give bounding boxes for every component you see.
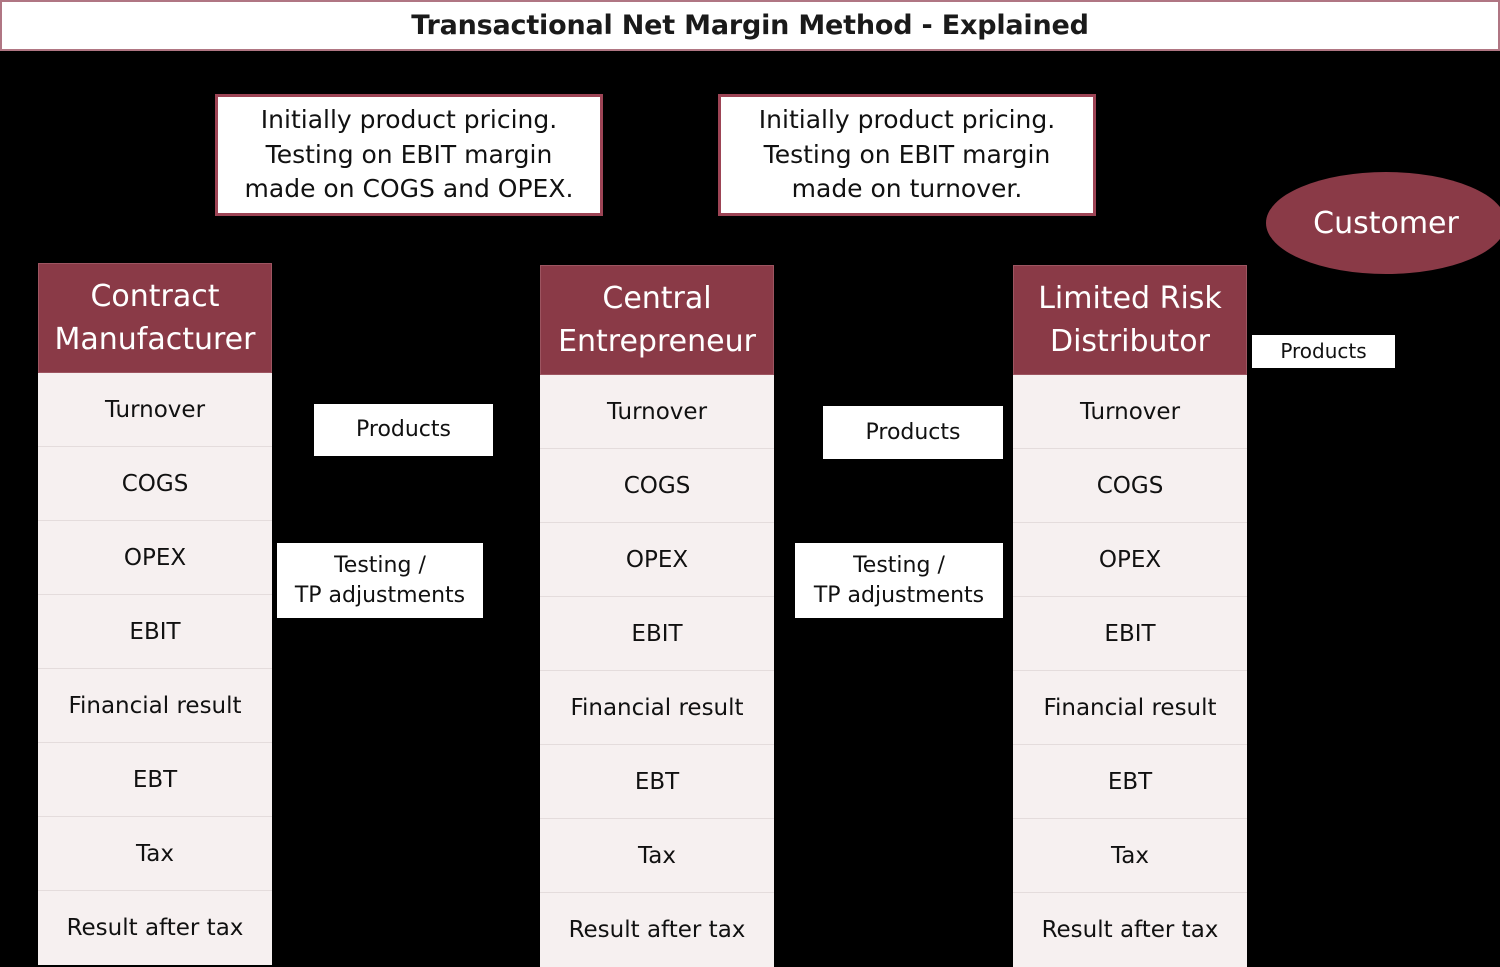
entity-column-contract-manufacturer: Contract Manufacturer Turnover COGS OPEX… xyxy=(38,263,272,965)
entity-header-limited-risk-distributor: Limited Risk Distributor xyxy=(1013,265,1247,375)
entity-rows-central-entrepreneur: Turnover COGS OPEX EBIT Financial result… xyxy=(540,375,774,967)
entity-header-central-entrepreneur: Central Entrepreneur xyxy=(540,265,774,375)
customer-node: Customer xyxy=(1266,172,1500,274)
flow-label-text: Testing /TP adjustments xyxy=(294,553,466,608)
pnl-row: Financial result xyxy=(1013,671,1247,745)
pnl-row: EBIT xyxy=(38,595,272,669)
flow-label-products-lrd-to-customer: Products xyxy=(1252,335,1395,368)
page-title: Transactional Net Margin Method - Explai… xyxy=(411,10,1089,41)
pnl-row: Result after tax xyxy=(568,917,746,943)
pnl-row: COGS xyxy=(1013,449,1247,523)
flow-label-text: Testing /TP adjustments xyxy=(813,553,985,608)
pnl-row: COGS xyxy=(38,447,272,521)
callout-note-contract-manufacturer: Initially product pricing. Testing on EB… xyxy=(215,94,603,216)
pnl-row: Tax xyxy=(540,819,774,893)
pnl-row: Financial result xyxy=(38,669,272,743)
entity-rows-limited-risk-distributor: Turnover COGS OPEX EBIT Financial result… xyxy=(1013,375,1247,967)
flow-label-testing-ce-to-lrd: Testing /TP adjustments xyxy=(795,543,1003,618)
pnl-row: Result after tax xyxy=(66,915,244,941)
flow-label-products-cm-to-ce: Products xyxy=(314,404,493,456)
pnl-row: COGS xyxy=(540,449,774,523)
customer-label: Customer xyxy=(1313,205,1459,241)
pnl-row: EBIT xyxy=(1013,597,1247,671)
flow-label-testing-cm-to-ce: Testing /TP adjustments xyxy=(277,543,483,618)
flow-label-text: Products xyxy=(865,419,961,445)
pnl-row: OPEX xyxy=(1013,523,1247,597)
callout-note-text: Initially product pricing. Testing on EB… xyxy=(244,105,574,204)
entity-column-limited-risk-distributor: Limited Risk Distributor Turnover COGS O… xyxy=(1013,265,1247,967)
entity-column-central-entrepreneur: Central Entrepreneur Turnover COGS OPEX … xyxy=(540,265,774,967)
pnl-row: EBT xyxy=(540,745,774,819)
pnl-row: EBIT xyxy=(540,597,774,671)
pnl-row: Tax xyxy=(38,817,272,891)
pnl-row: OPEX xyxy=(38,521,272,595)
pnl-row: Financial result xyxy=(540,671,774,745)
entity-rows-contract-manufacturer: Turnover COGS OPEX EBIT Financial result… xyxy=(38,373,272,965)
callout-note-text: Initially product pricing. Testing on EB… xyxy=(758,105,1056,204)
page-title-bar: Transactional Net Margin Method - Explai… xyxy=(0,0,1500,51)
pnl-row: OPEX xyxy=(540,523,774,597)
flow-label-products-ce-to-lrd: Products xyxy=(823,406,1003,459)
pnl-row: Tax xyxy=(1013,819,1247,893)
pnl-row: EBT xyxy=(38,743,272,817)
flow-label-text: Products xyxy=(1280,339,1367,364)
entity-header-contract-manufacturer: Contract Manufacturer xyxy=(38,263,272,373)
pnl-row: EBT xyxy=(1013,745,1247,819)
pnl-row: Turnover xyxy=(540,375,774,449)
pnl-row: Result after tax xyxy=(1041,917,1219,943)
pnl-row: Turnover xyxy=(38,373,272,447)
callout-note-central-entrepreneur: Initially product pricing. Testing on EB… xyxy=(718,94,1096,216)
pnl-row: Turnover xyxy=(1013,375,1247,449)
flow-label-text: Products xyxy=(356,417,451,443)
